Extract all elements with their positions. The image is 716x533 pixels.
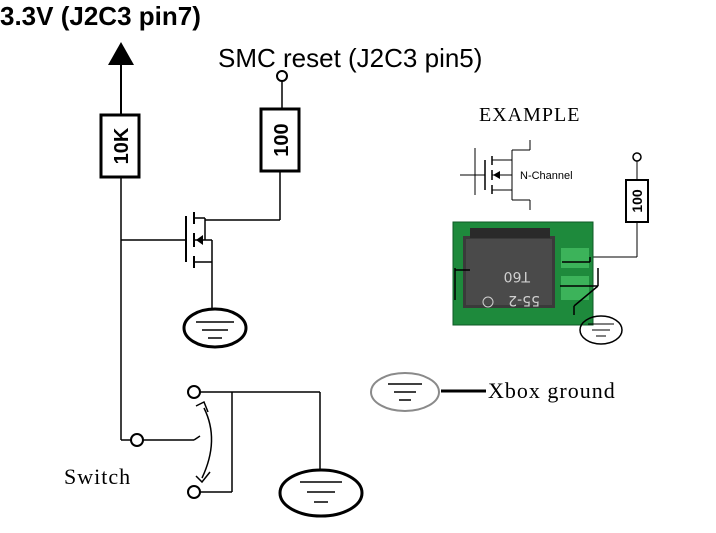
nchannel-label: N-Channel <box>520 170 573 182</box>
example-terminal <box>632 152 642 162</box>
xbox-ground-label: Xbox ground <box>488 378 616 403</box>
arrow-up-icon <box>108 42 134 115</box>
svg-text:T60: T60 <box>504 268 531 284</box>
switch-terminal-top <box>187 385 201 399</box>
ground-icon <box>370 372 440 412</box>
ground-icon <box>278 468 364 518</box>
resistor-example-100: 100 <box>625 179 649 223</box>
ground-icon <box>579 315 623 345</box>
switch-label: Switch <box>64 464 131 489</box>
switch-terminal-common <box>130 433 144 447</box>
switch-terminal-bottom <box>187 485 201 499</box>
n-channel-mosfet-icon <box>121 212 213 310</box>
smc-terminal <box>276 70 288 82</box>
mosfet-board-photo: T60 55-2 <box>452 221 599 326</box>
resistor-100: 100 <box>259 107 301 173</box>
switch-icon <box>193 400 213 484</box>
example-label: EXAMPLE <box>479 104 580 126</box>
resistor-10k-label: 10K <box>111 127 133 164</box>
resistor-example-label: 100 <box>629 189 645 213</box>
n-channel-mosfet-icon <box>460 140 531 210</box>
supply-label: 3.3V (J2C3 pin7) <box>0 1 201 31</box>
resistor-10k: 10K <box>99 113 141 179</box>
svg-text:55-2: 55-2 <box>508 292 540 308</box>
resistor-100-label: 100 <box>271 123 293 156</box>
smc-reset-label: SMC reset (J2C3 pin5) <box>218 43 482 73</box>
ground-icon <box>182 307 248 349</box>
